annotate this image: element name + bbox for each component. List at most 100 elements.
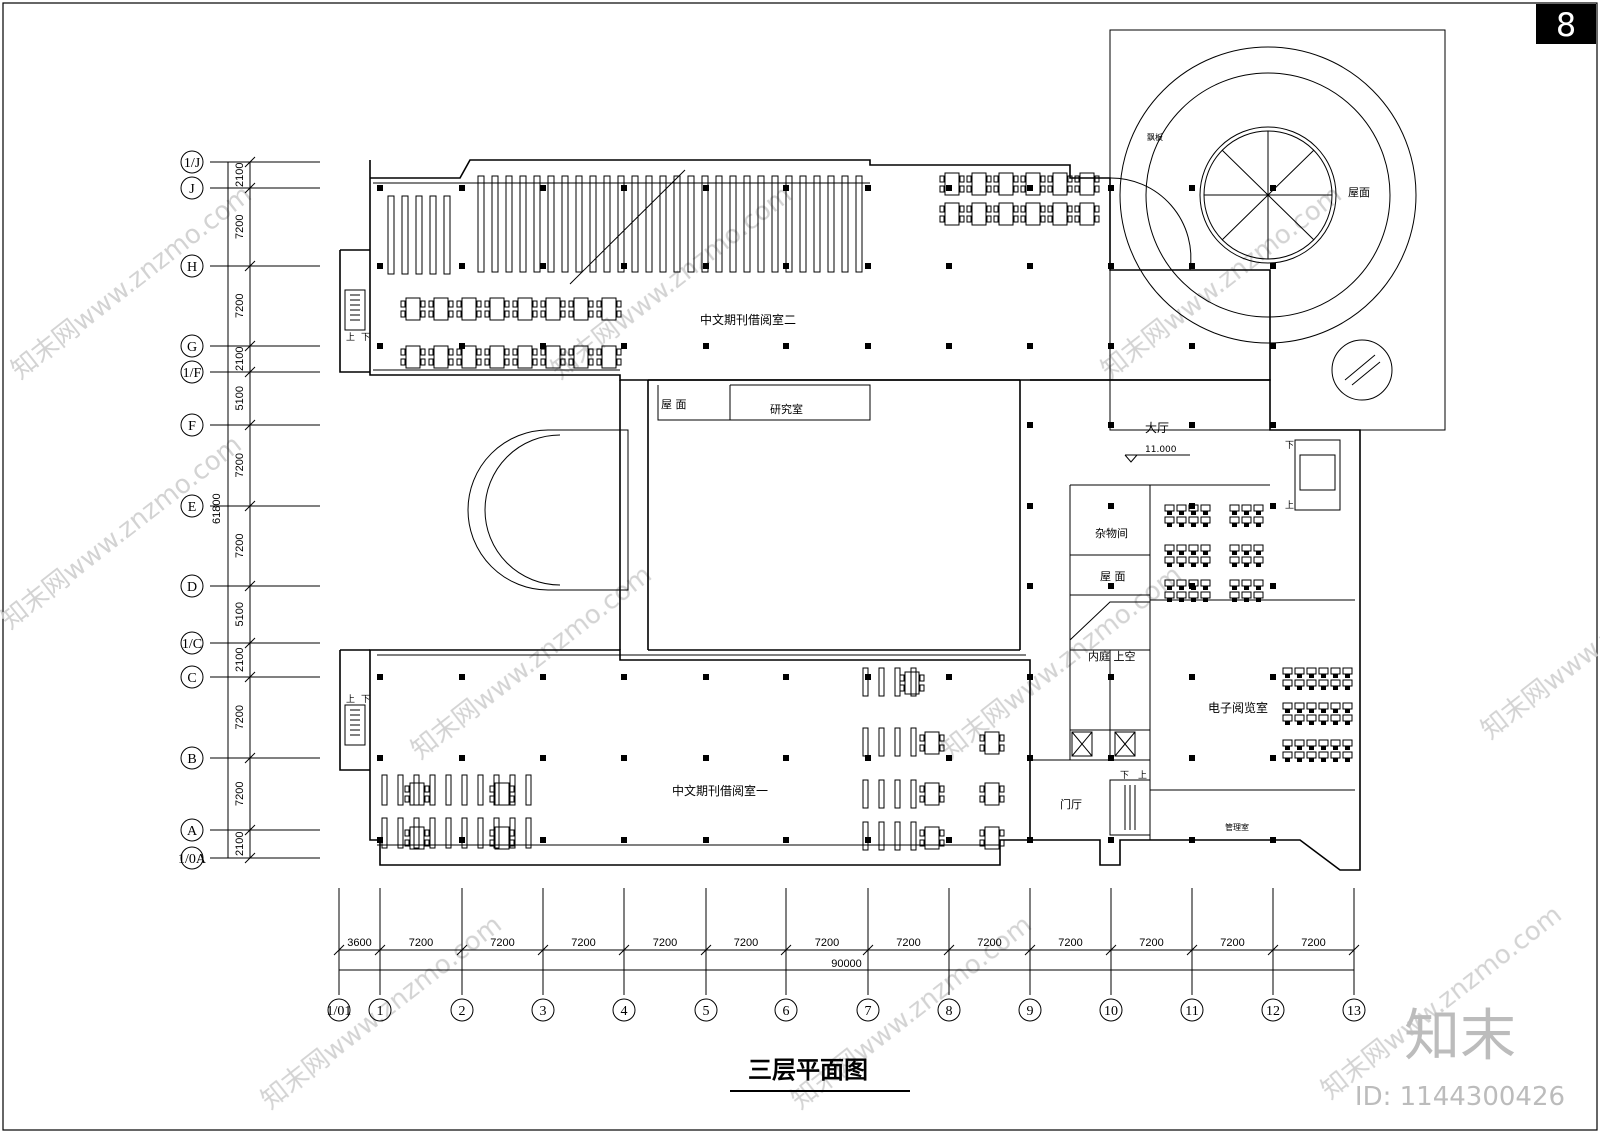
monitor bbox=[1256, 563, 1261, 567]
axis-bubble bbox=[180, 631, 204, 655]
chair bbox=[1040, 185, 1046, 193]
dimension-tick bbox=[244, 671, 256, 683]
bookshelf bbox=[862, 779, 869, 809]
computer-desk bbox=[1241, 504, 1252, 512]
column-dimension: 7200 bbox=[653, 937, 677, 949]
monitor bbox=[1244, 563, 1249, 567]
chair bbox=[424, 785, 430, 793]
monitor bbox=[1256, 551, 1261, 555]
computer-desk bbox=[1330, 751, 1341, 759]
bookshelf bbox=[575, 175, 583, 273]
chair bbox=[1047, 205, 1053, 213]
reading-table bbox=[517, 345, 533, 369]
computer-desk bbox=[1342, 702, 1353, 710]
computer-desk bbox=[1330, 679, 1341, 687]
axis-label: 9 bbox=[1027, 1004, 1034, 1019]
axis-bubble bbox=[180, 746, 204, 770]
chair bbox=[588, 300, 594, 308]
monitor bbox=[1333, 686, 1338, 690]
bookshelf bbox=[878, 727, 885, 757]
row-dimension-chain: 1/JJHG1/FFED1/CCBA1/0A210072007200210051… bbox=[178, 150, 320, 870]
bookshelf bbox=[701, 175, 709, 273]
elevators bbox=[1071, 731, 1136, 757]
chair bbox=[979, 785, 985, 793]
bookshelf bbox=[397, 817, 404, 849]
column-point bbox=[459, 755, 465, 761]
axis-bubble bbox=[180, 334, 204, 358]
column-point bbox=[1108, 674, 1114, 680]
axis-label: 5 bbox=[703, 1004, 710, 1019]
computer-desk bbox=[1188, 591, 1199, 599]
column-point bbox=[1027, 837, 1033, 843]
computer-desk bbox=[1306, 679, 1317, 687]
monitor bbox=[1297, 709, 1302, 713]
reading-table bbox=[494, 782, 510, 806]
computer-desk bbox=[1306, 667, 1317, 675]
computer-desk bbox=[1164, 504, 1175, 512]
monitor bbox=[1167, 511, 1172, 515]
chair bbox=[489, 829, 495, 837]
chair bbox=[616, 348, 622, 356]
reading-table bbox=[433, 345, 449, 369]
computer-desk bbox=[1253, 591, 1264, 599]
monitor bbox=[1321, 721, 1326, 725]
column-point bbox=[1027, 343, 1033, 349]
monitor bbox=[1333, 721, 1338, 725]
chair bbox=[484, 300, 490, 308]
monitor bbox=[1333, 758, 1338, 762]
monitor bbox=[1285, 686, 1290, 690]
monitor bbox=[1179, 511, 1184, 515]
column-point bbox=[1270, 263, 1276, 269]
chair bbox=[448, 348, 454, 356]
chair bbox=[428, 358, 434, 366]
column-point bbox=[1108, 837, 1114, 843]
computer-desk bbox=[1282, 714, 1293, 722]
column-point bbox=[783, 263, 789, 269]
stair-up-label: 上 bbox=[346, 694, 355, 705]
computer-desk bbox=[1176, 591, 1187, 599]
bookshelf bbox=[397, 774, 404, 806]
room-label-hall: 大厅 bbox=[1145, 421, 1169, 435]
computer-desk bbox=[1282, 739, 1293, 747]
chair bbox=[532, 300, 538, 308]
reading-table bbox=[1079, 202, 1095, 226]
column-point bbox=[783, 185, 789, 191]
bookshelf bbox=[477, 774, 484, 806]
bookshelf bbox=[413, 817, 420, 849]
monitor bbox=[1167, 598, 1172, 602]
axis-label: 1/C bbox=[182, 637, 202, 652]
axis-bubble bbox=[694, 998, 718, 1022]
chair bbox=[596, 310, 602, 318]
watermark-text: 知末网www.znzmo.com bbox=[546, 180, 798, 386]
monitor bbox=[1321, 674, 1326, 678]
chair bbox=[404, 829, 410, 837]
computer-desk bbox=[1241, 516, 1252, 524]
column-point bbox=[621, 185, 627, 191]
column-point bbox=[865, 263, 871, 269]
computer-desk bbox=[1176, 504, 1187, 512]
computer-desk bbox=[1176, 516, 1187, 524]
stair-up-label: 上 bbox=[1285, 500, 1294, 511]
chair bbox=[1047, 185, 1053, 193]
chair bbox=[448, 358, 454, 366]
chair bbox=[540, 358, 546, 366]
bookshelf bbox=[561, 175, 569, 273]
monitor bbox=[1232, 511, 1237, 515]
bookshelf bbox=[443, 195, 451, 275]
chair bbox=[986, 175, 992, 183]
room-label-management: 管理室 bbox=[1225, 822, 1249, 832]
chair bbox=[999, 744, 1005, 752]
chair bbox=[939, 734, 945, 742]
chair bbox=[404, 785, 410, 793]
column-point bbox=[1270, 837, 1276, 843]
computer-desk bbox=[1294, 667, 1305, 675]
bookshelf bbox=[525, 817, 532, 849]
reading-table bbox=[409, 782, 425, 806]
monitor bbox=[1232, 598, 1237, 602]
chair bbox=[484, 358, 490, 366]
reading-table bbox=[984, 826, 1000, 850]
bookshelf bbox=[862, 727, 869, 757]
monitor bbox=[1203, 563, 1208, 567]
reading-table bbox=[971, 172, 987, 196]
room-label-foyer: 门厅 bbox=[1060, 797, 1082, 811]
